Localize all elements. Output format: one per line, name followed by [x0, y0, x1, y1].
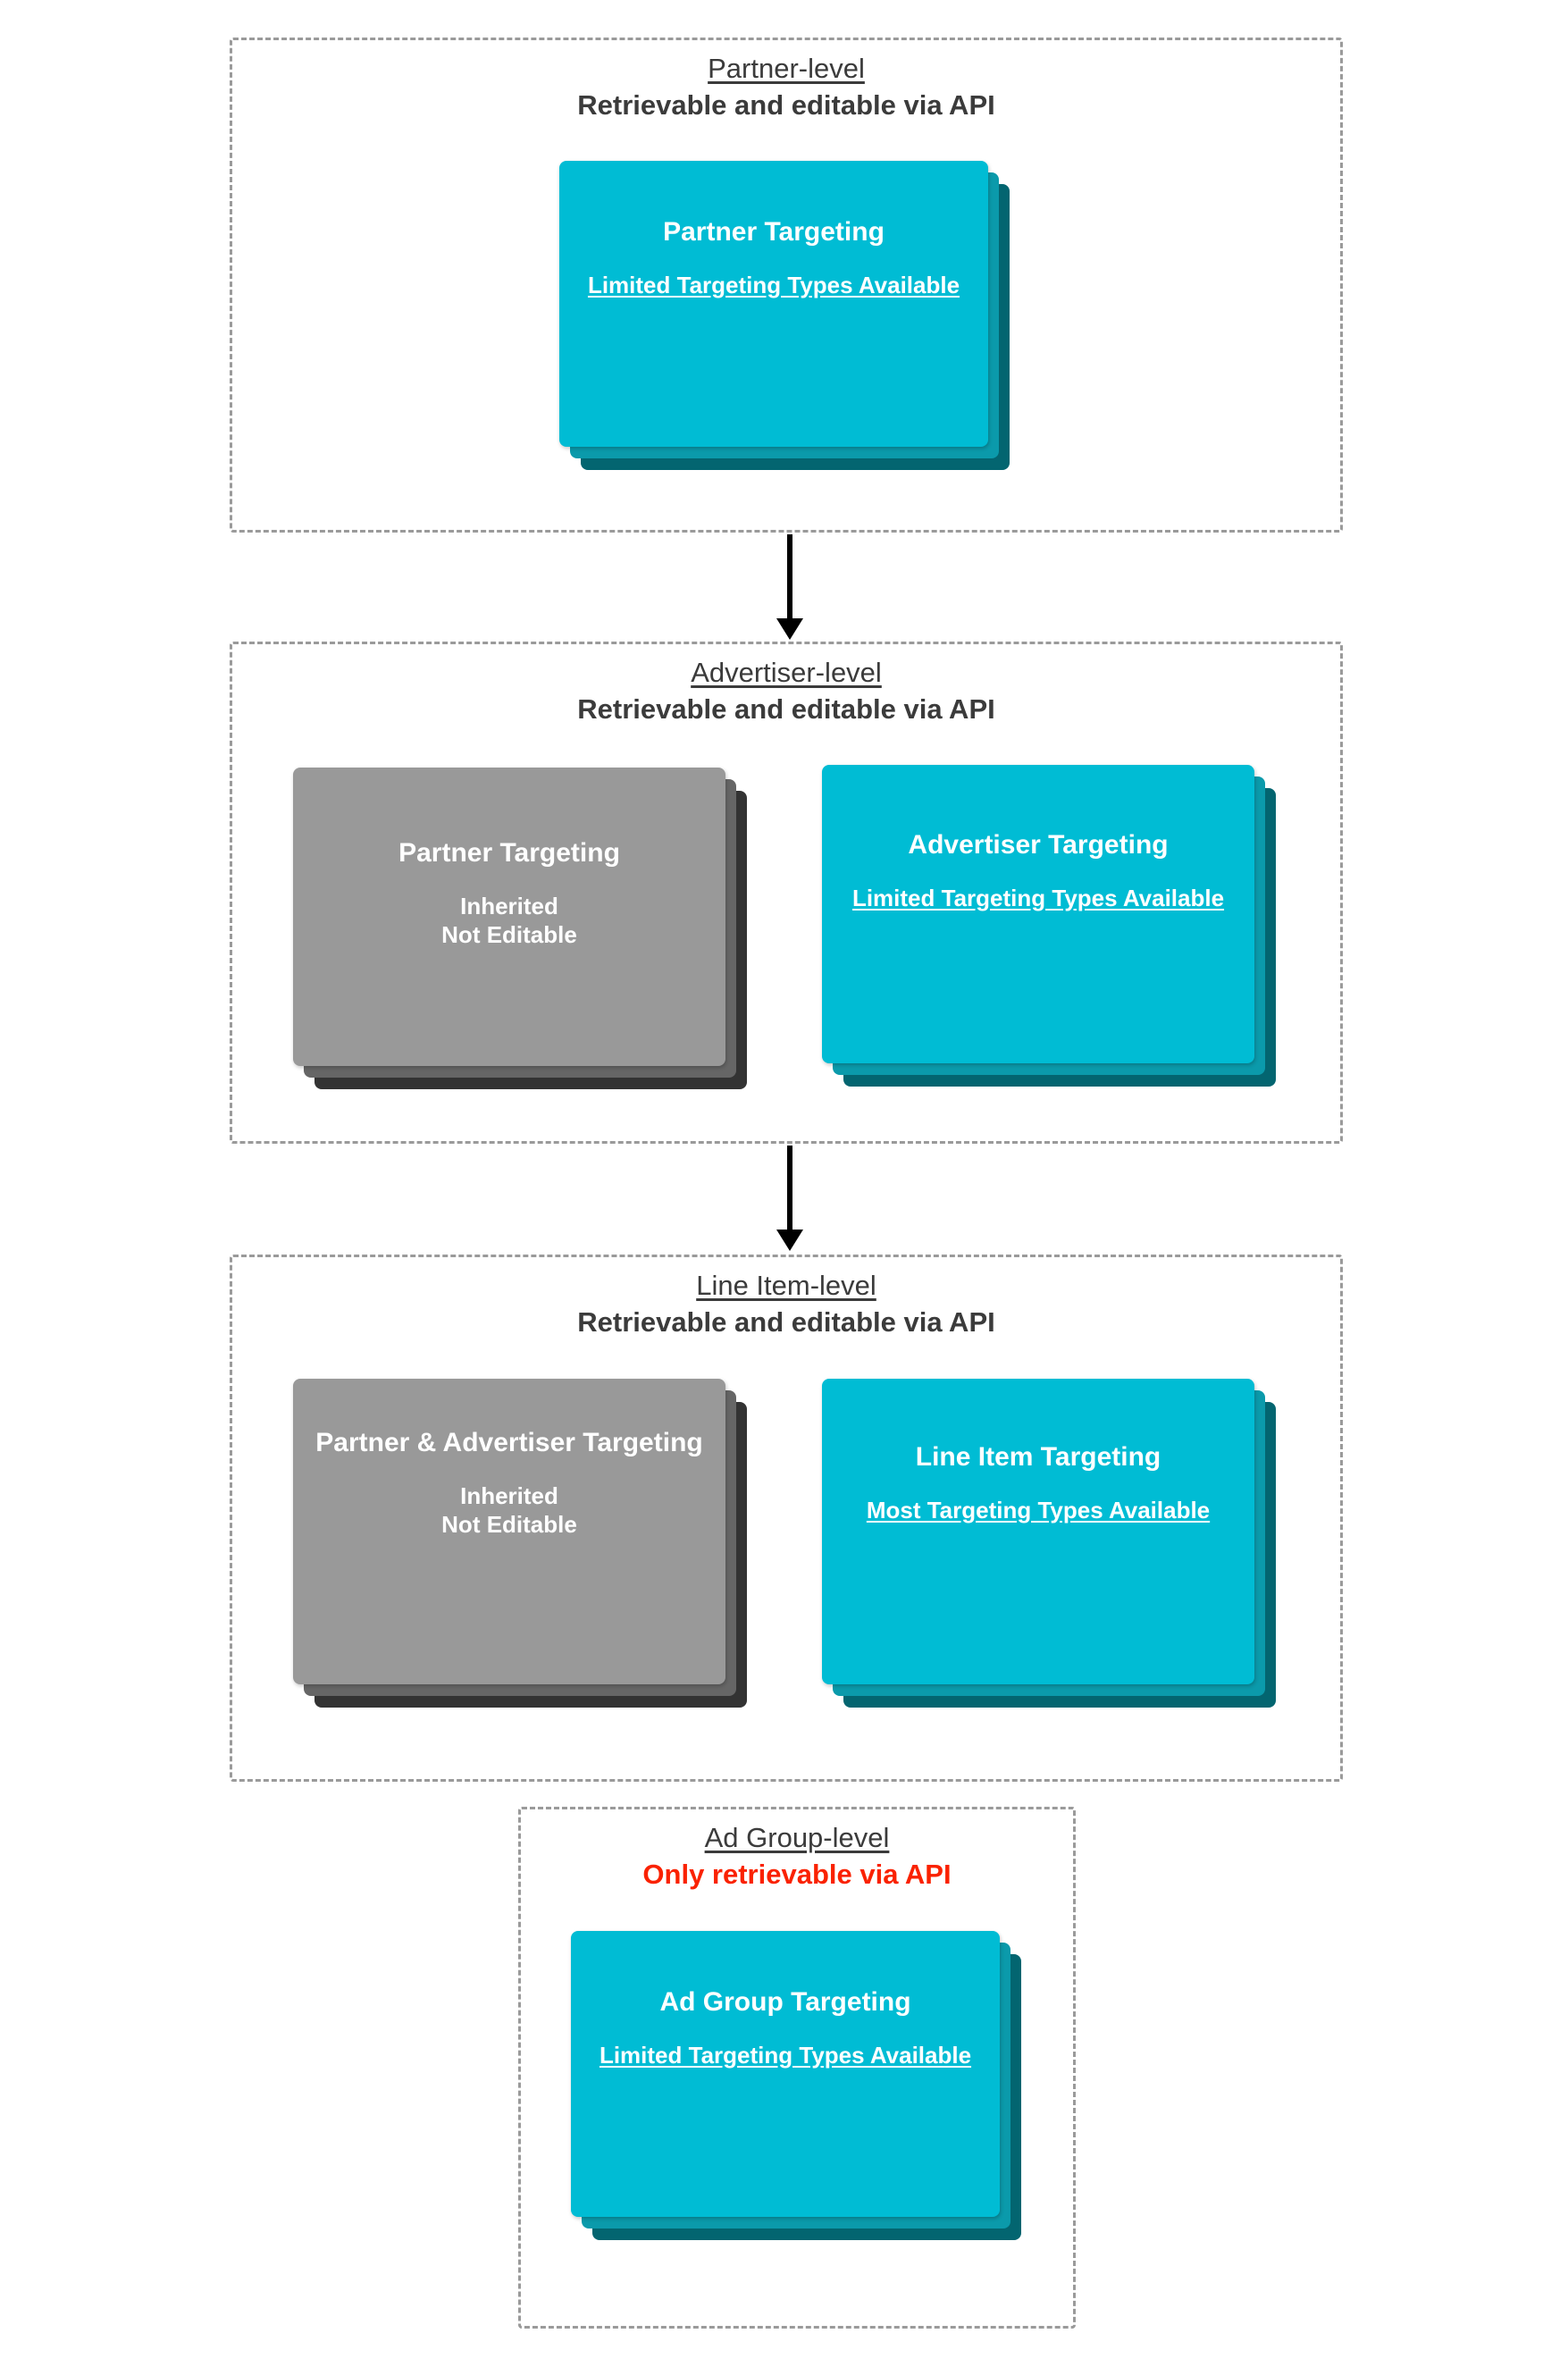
- card-stack-ad-group-targeting[interactable]: Ad Group Targeting Limited Targeting Typ…: [571, 1931, 1028, 2266]
- connector-advertiser-to-line-item: [772, 1146, 808, 1251]
- card-note-line-item-targeting: Most Targeting Types Available: [866, 1496, 1211, 1523]
- card-title-line-item-targeting: Line Item Targeting: [915, 1442, 1161, 1472]
- card-note-inherited-partner-targeting: Inherited Not Editable: [441, 892, 577, 949]
- card-layer-front: Ad Group Targeting Limited Targeting Typ…: [571, 1931, 1000, 2217]
- card-note-inherited-partner-advertiser-targeting: Inherited Not Editable: [441, 1481, 577, 1539]
- card-body: Line Item Targeting Most Targeting Types…: [822, 1441, 1254, 1524]
- level-header-line-item: Line Item-level Retrievable and editable…: [232, 1270, 1340, 1339]
- level-subtitle-advertiser: Retrievable and editable via API: [577, 692, 995, 725]
- card-title-advertiser-targeting: Advertiser Targeting: [908, 830, 1169, 860]
- connector-arrowhead: [776, 1230, 803, 1251]
- level-subtitle-partner: Retrievable and editable via API: [577, 88, 995, 121]
- card-title-partner-targeting: Partner Targeting: [663, 217, 885, 247]
- card-body: Advertiser Targeting Limited Targeting T…: [822, 829, 1254, 912]
- level-header-ad-group: Ad Group-level Only retrievable via API: [521, 1822, 1073, 1891]
- card-stack-line-item-targeting[interactable]: Line Item Targeting Most Targeting Types…: [822, 1379, 1294, 1736]
- level-title-line-item: Line Item-level: [696, 1270, 876, 1301]
- card-stack-advertiser-targeting[interactable]: Advertiser Targeting Limited Targeting T…: [822, 765, 1294, 1113]
- level-title-partner: Partner-level: [708, 53, 865, 84]
- level-box-partner: Partner-level Retrievable and editable v…: [230, 38, 1343, 533]
- card-body: Partner Targeting Inherited Not Editable: [293, 837, 725, 950]
- connector-partner-to-advertiser: [772, 534, 808, 640]
- card-note-ad-group-targeting: Limited Targeting Types Available: [599, 2041, 972, 2069]
- card-body: Partner Targeting Limited Targeting Type…: [559, 216, 988, 299]
- level-header-partner: Partner-level Retrievable and editable v…: [232, 53, 1340, 122]
- card-body: Ad Group Targeting Limited Targeting Typ…: [571, 1986, 1000, 2069]
- level-title-ad-group: Ad Group-level: [704, 1822, 890, 1853]
- level-subtitle-line-item: Retrievable and editable via API: [577, 1305, 995, 1338]
- card-title-inherited-partner-targeting: Partner Targeting: [398, 838, 620, 868]
- card-layer-front: Partner Targeting Inherited Not Editable: [293, 768, 725, 1066]
- card-note-partner-targeting: Limited Targeting Types Available: [587, 271, 960, 298]
- card-stack-inherited-partner-targeting[interactable]: Partner Targeting Inherited Not Editable: [293, 768, 765, 1116]
- card-title-inherited-partner-advertiser-targeting: Partner & Advertiser Targeting: [315, 1428, 703, 1457]
- card-stack-partner-targeting[interactable]: Partner Targeting Limited Targeting Type…: [559, 161, 1017, 496]
- connector-shaft: [787, 534, 792, 620]
- level-box-ad-group: Ad Group-level Only retrievable via API …: [518, 1807, 1076, 2329]
- connector-shaft: [787, 1146, 792, 1231]
- level-box-line-item: Line Item-level Retrievable and editable…: [230, 1255, 1343, 1782]
- card-layer-front: Advertiser Targeting Limited Targeting T…: [822, 765, 1254, 1063]
- card-note-advertiser-targeting: Limited Targeting Types Available: [851, 884, 1225, 911]
- card-stack-inherited-partner-advertiser-targeting[interactable]: Partner & Advertiser Targeting Inherited…: [293, 1379, 765, 1736]
- level-header-advertiser: Advertiser-level Retrievable and editabl…: [232, 657, 1340, 726]
- card-layer-front: Partner & Advertiser Targeting Inherited…: [293, 1379, 725, 1684]
- card-layer-front: Line Item Targeting Most Targeting Types…: [822, 1379, 1254, 1684]
- level-title-advertiser: Advertiser-level: [691, 657, 882, 688]
- card-body: Partner & Advertiser Targeting Inherited…: [293, 1427, 725, 1540]
- connector-arrowhead: [776, 618, 803, 640]
- card-layer-front: Partner Targeting Limited Targeting Type…: [559, 161, 988, 447]
- level-box-advertiser: Advertiser-level Retrievable and editabl…: [230, 642, 1343, 1144]
- card-title-ad-group-targeting: Ad Group Targeting: [659, 1987, 911, 2017]
- level-subtitle-ad-group: Only retrievable via API: [642, 1858, 952, 1890]
